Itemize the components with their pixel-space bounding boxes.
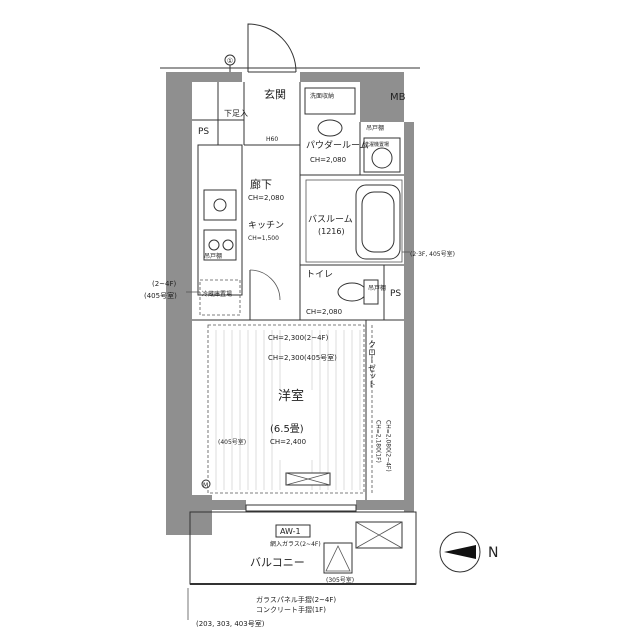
east-wall <box>404 122 414 512</box>
yoshitsu-ceiling-outline <box>207 324 365 494</box>
label-sentaku: 洗濯機置場 <box>364 141 389 148</box>
label-toilet: トイレ <box>306 270 333 280</box>
label-toilet-ch: CH=2,080 <box>306 308 342 316</box>
annot-handrail-1: ガラスパネル手摺(2~4F) <box>256 595 336 604</box>
label-reizoko: 冷蔵庫置場 <box>202 290 232 298</box>
annot-closet-ch-b: CH=2,180(1F) <box>375 420 382 463</box>
mb-wall <box>360 72 404 122</box>
label-roka-ch: CH=2,080 <box>248 194 284 202</box>
vanity-basin <box>317 119 343 137</box>
label-powder-ch: CH=2,080 <box>310 156 346 164</box>
bathtub-inner <box>361 191 395 253</box>
label-yoshitsu-size: (6.5畳) <box>270 423 304 435</box>
annot-aw1: AW-1 <box>280 527 301 536</box>
stove-burner-2 <box>222 239 234 251</box>
sash-window <box>245 504 357 512</box>
annot-bottom-rooms: (203, 303, 403号室) <box>196 619 265 628</box>
south-wall-right <box>356 500 414 510</box>
grid-marker-label: ① <box>227 57 233 65</box>
annot-handrail-2: コンクリート手摺(1F) <box>256 605 326 614</box>
annot-right-23f: (2·3F, 405号室) <box>410 250 455 258</box>
annot-left-405: (405号室) <box>144 291 177 300</box>
label-shitabako: 下足入 <box>224 109 248 118</box>
bath-unit-outline <box>305 179 403 263</box>
meter-marker-label: M <box>203 482 208 489</box>
label-bathroom-size: (1216) <box>318 227 345 236</box>
label-tsuridana-kitchen: 吊戸棚 <box>204 252 222 260</box>
annot-left-405-b: (405号室) <box>218 438 246 446</box>
entrance-door-swing <box>247 23 297 73</box>
vanity-storage <box>304 87 356 115</box>
label-kanko-ue: 吊戸棚 <box>366 124 384 132</box>
annot-left-2-4f: (2~4F) <box>152 280 177 288</box>
toilet-bowl <box>337 282 367 302</box>
fridge-space <box>199 279 241 316</box>
annot-glass: 網入ガラス(2~4F) <box>270 540 321 548</box>
annot-closet-ch: CH=2,080(2~4F) <box>385 420 392 472</box>
compass-north-label: N <box>488 545 498 561</box>
aircon-cross-2 <box>285 472 331 486</box>
south-wall-left <box>212 500 246 510</box>
north-arrow-icon <box>444 545 476 559</box>
label-closet: クローゼット <box>368 340 377 388</box>
annot-305: (305号室) <box>326 576 354 584</box>
label-powder-room: パウダールーム <box>306 139 369 151</box>
sink-drain <box>213 198 227 212</box>
annot-ch-2300-b: CH=2,300(405号室) <box>268 353 337 362</box>
aw1-tag <box>275 524 311 538</box>
label-roka: 廊下 <box>250 177 272 191</box>
label-yoshitsu: 洋室 <box>278 388 304 404</box>
meter-marker-circle <box>201 479 211 489</box>
label-genkan: 玄関 <box>264 87 286 101</box>
label-ps-left: PS <box>198 127 209 137</box>
label-tsuridana-toilet: 吊戸棚 <box>368 284 386 292</box>
label-ps-right: PS <box>390 289 401 299</box>
label-bathroom: バスルーム <box>308 214 353 225</box>
label-balcony: バルコニー <box>250 556 305 569</box>
annot-ch-2300-a: CH=2,300(2~4F) <box>268 334 329 342</box>
kitchen-door-swing <box>249 269 281 301</box>
outdoor-unit-cross-2 <box>355 521 403 549</box>
label-mb: MB <box>390 92 406 103</box>
north-wall-mid <box>300 72 360 82</box>
evacuation-hatch-mark <box>325 545 351 572</box>
southwest-column <box>166 495 212 535</box>
washing-machine-drain <box>371 147 393 169</box>
label-kitchen-ch: CH=1,500 <box>248 235 279 242</box>
label-kitchen: キッチン <box>248 220 284 231</box>
toilet-tank <box>363 279 379 305</box>
yoshitsu-flooring <box>215 330 361 490</box>
annot-h60: H60 <box>266 136 278 143</box>
label-yoshitsu-ch: CH=2,400 <box>270 438 306 446</box>
label-sensen-shuno: 洗面収納 <box>310 92 334 100</box>
evacuation-hatch <box>323 542 353 574</box>
stove-burner-1 <box>208 239 220 251</box>
north-wall-left <box>192 72 242 82</box>
grid-marker-circle <box>224 54 236 66</box>
